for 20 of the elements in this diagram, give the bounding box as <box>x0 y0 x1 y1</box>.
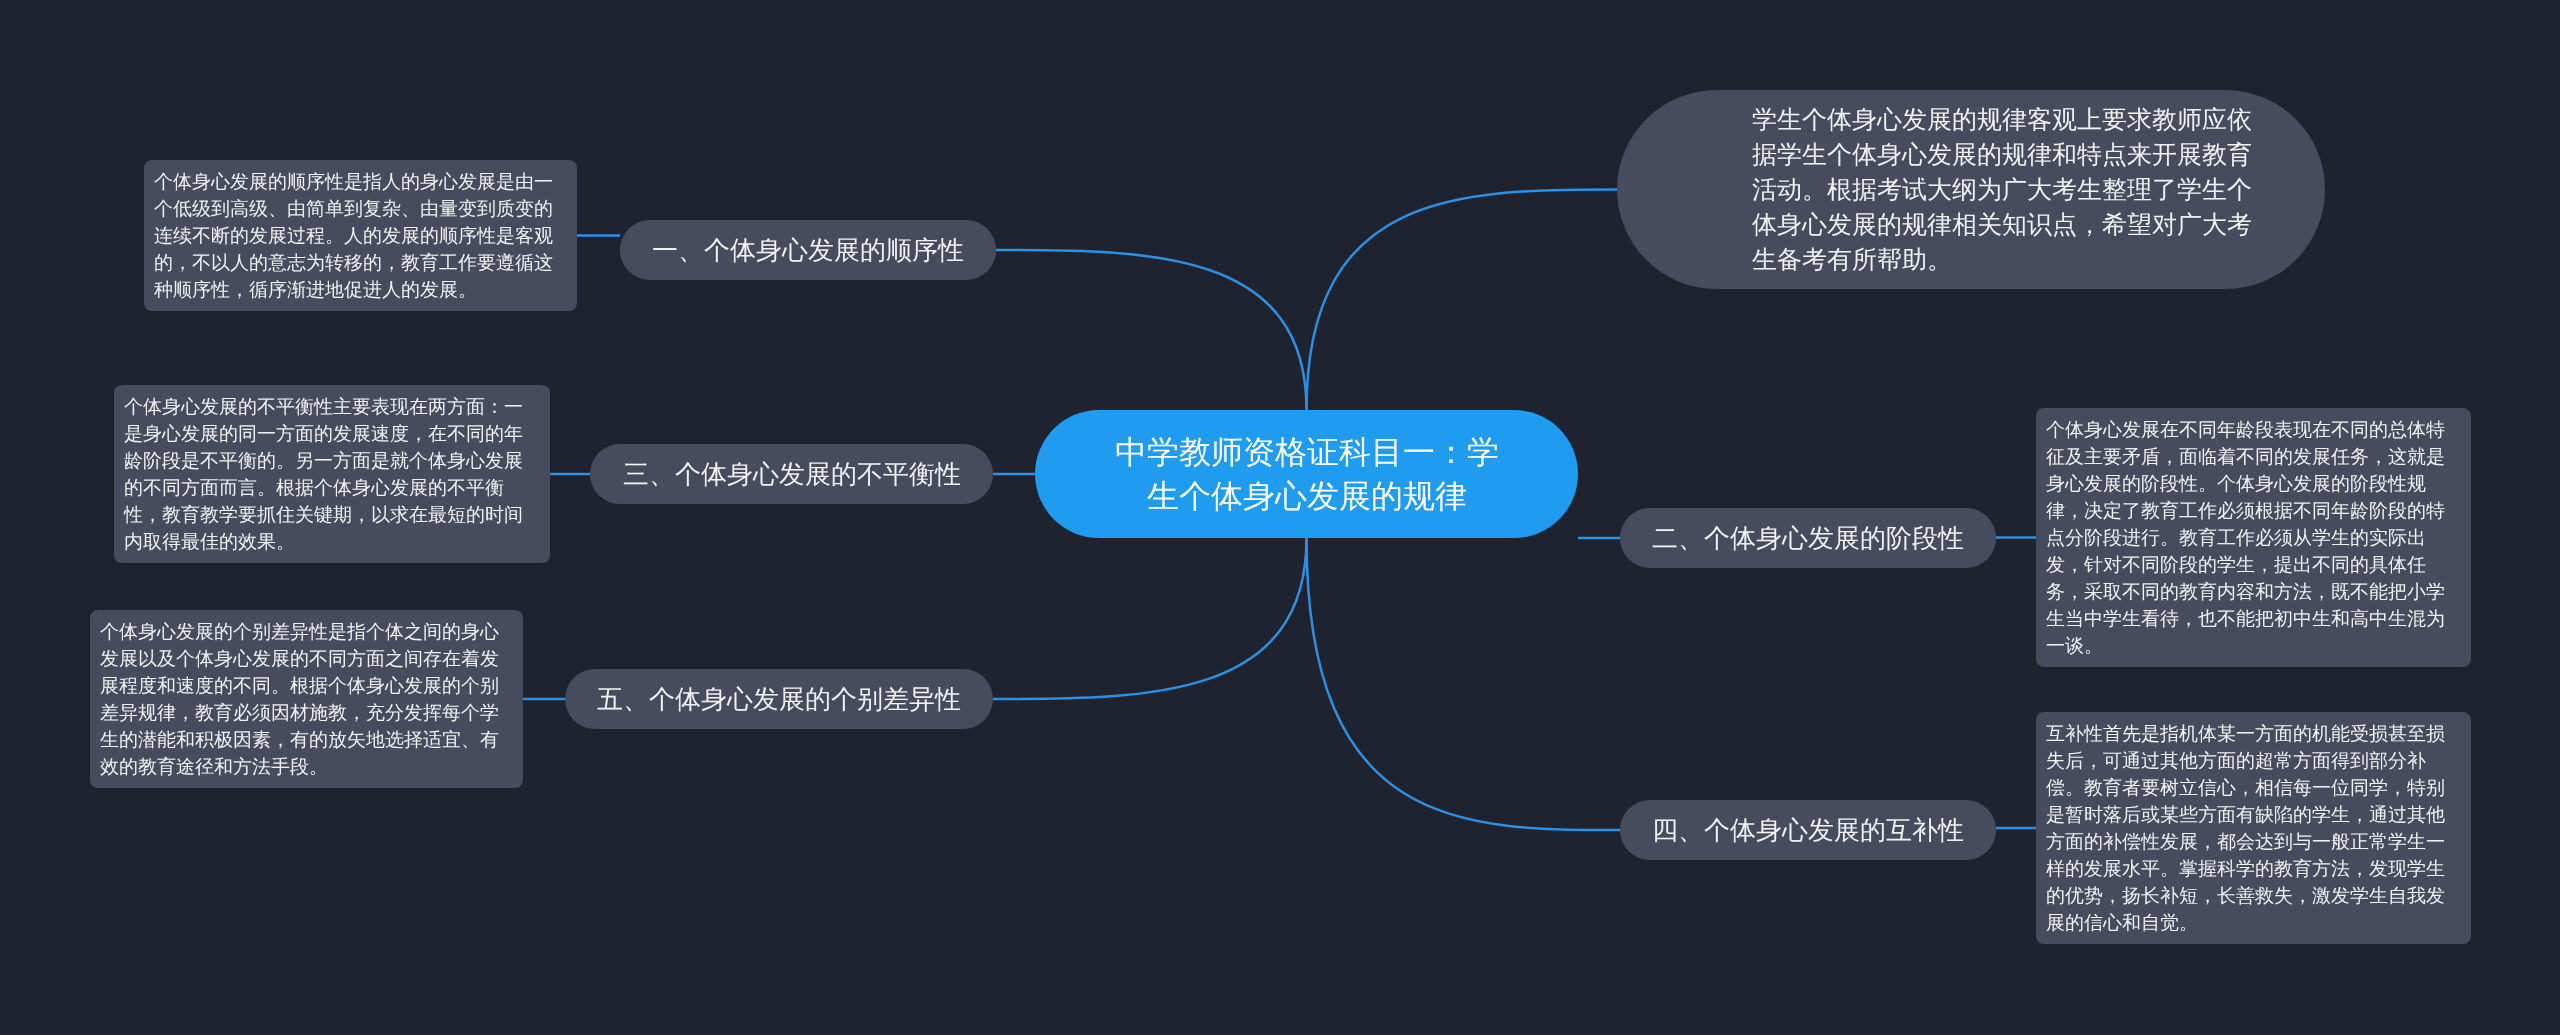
topic-box: 一、个体身心发展的顺序性 <box>620 220 996 280</box>
note-card: 个体身心发展的个别差异性是指个体之间的身心发展以及个体身心发展的不同方面之间存在着发展程度和速度的不同。根据个体身心发展的个别差异规律，教育必须因材施教，充分发挥每个学生的潜能和积极因素，有的放矢地选择适宜、有效的教育途径和方法手段。 <box>90 610 523 788</box>
topic-box: 四、个体身心发展的互补性 <box>1620 800 1996 860</box>
central-topic: 中学教师资格证科目一：学生个体身心发展的规律 <box>1035 410 1578 538</box>
note-card: 个体身心发展的顺序性是指人的身心发展是由一个低级到高级、由简单到复杂、由量变到质变的连续不断的发展过程。人的发展的顺序性是客观的，不以人的意志为转移的，教育工作要遵循这种顺序性，循序渐进地促进人的发展。 <box>144 160 577 311</box>
note-card: 个体身心发展的不平衡性主要表现在两方面：一是身心发展的同一方面的发展速度，在不同的年龄阶段是不平衡的。另一方面是就个体身心发展的不同方面而言。根据个体身心发展的不平衡性，教育教学要抓住关键期，以求在最短的时间内取得最佳的效果。 <box>114 385 550 563</box>
topic-box: 二、个体身心发展的阶段性 <box>1620 508 1996 568</box>
note-card: 个体身心发展在不同年龄段表现在不同的总体特征及主要矛盾，面临着不同的发展任务，这就是身心发展的阶段性。个体身心发展的阶段性规律，决定了教育工作必须根据不同年龄阶段的特点分阶段进行。教育工作必须从学生的实际出发，针对不同阶段的学生，提出不同的具体任务，采取不同的教育内容和方法，既不能把小学生当中学生看待，也不能把初中生和高中生混为一谈。 <box>2036 408 2471 667</box>
topic-box: 三、个体身心发展的不平衡性 <box>590 444 993 504</box>
connector-line <box>577 234 620 237</box>
connector-line <box>1996 536 2036 539</box>
connector-line <box>1996 826 2036 830</box>
connector-line <box>523 697 565 701</box>
note-card: 互补性首先是指机体某一方面的机能受损甚至损失后，可通过其他方面的超常方面得到部分补偿。教育者要树立信心，相信每一位同学，特别是暂时落后或某些方面有缺陷的学生，通过其他方面的补偿性发展，都会达到与一般正常学生一样的发展水平。掌握科学的教育方法，发现学生的优势，扬长补短，长善救失，激发学生自我发展的信心和自觉。 <box>2036 712 2471 944</box>
connector-line <box>993 472 1035 476</box>
connector-line <box>1305 188 1617 411</box>
topic-box: 五、个体身心发展的个别差异性 <box>565 669 993 729</box>
connector-line <box>550 472 590 476</box>
connector-line <box>1578 536 1620 540</box>
connector-line <box>1305 537 1620 832</box>
